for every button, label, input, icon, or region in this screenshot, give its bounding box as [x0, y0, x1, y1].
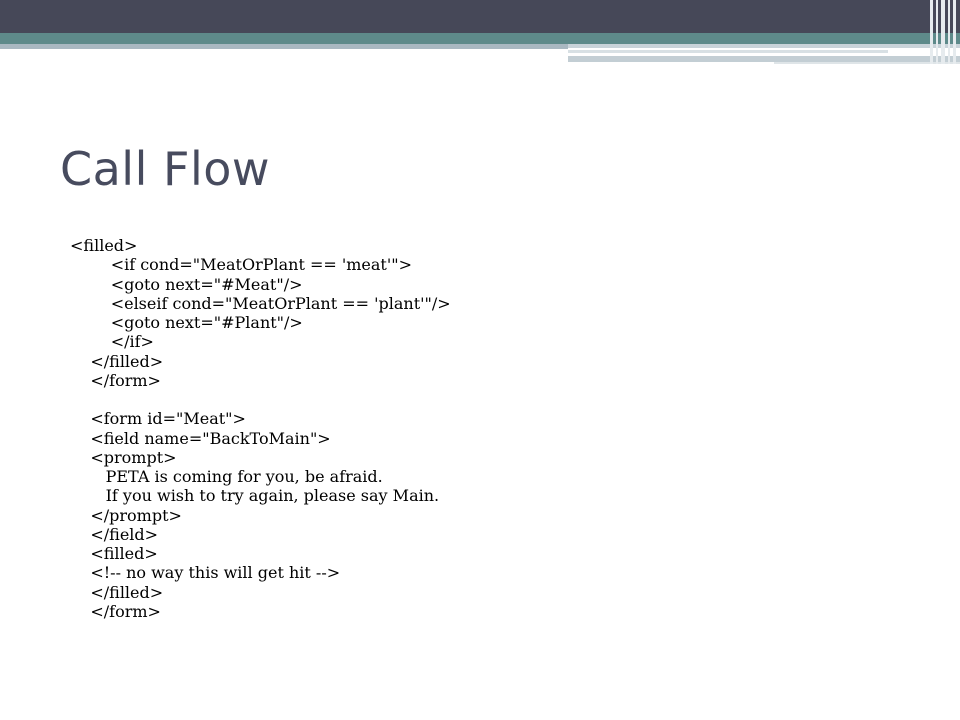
- code-line: <field name="BackToMain">: [70, 428, 331, 448]
- code-line: </filled>: [70, 351, 164, 371]
- code-line: <elseif cond="MeatOrPlant == 'plant'"/>: [70, 293, 451, 313]
- code-line: <if cond="MeatOrPlant == 'meat'">: [70, 255, 413, 275]
- header-accent-line: [774, 62, 960, 64]
- code-line: </form>: [70, 601, 161, 621]
- code-line: </field>: [70, 524, 159, 544]
- code-line: <goto next="#Plant"/>: [70, 313, 303, 332]
- code-line: <filled>: [70, 544, 158, 563]
- code-line: <!-- no way this will get hit -->: [70, 563, 341, 583]
- header-band-slate: [0, 44, 568, 49]
- code-line: </filled>: [70, 582, 164, 602]
- code-line: <form id="Meat">: [70, 409, 246, 429]
- code-line: If you wish to try again, please say Mai…: [70, 486, 440, 506]
- code-line: </form>: [70, 370, 161, 390]
- code-line: [70, 390, 930, 409]
- header-accent-line: [568, 56, 960, 62]
- code-line: <prompt>: [70, 447, 177, 467]
- code-line: PETA is coming for you, be afraid.: [70, 467, 383, 486]
- code-listing: <filled> <if cond="MeatOrPlant == 'meat'…: [70, 236, 930, 621]
- code-line: </if>: [70, 332, 154, 352]
- corner-stripes: [928, 0, 960, 64]
- code-line: <goto next="#Meat"/>: [70, 274, 303, 294]
- slide-title: Call Flow: [60, 142, 270, 196]
- header-band-dark: [0, 0, 960, 33]
- code-line: </prompt>: [70, 505, 182, 525]
- code-line: <filled>: [70, 236, 138, 255]
- header-band-slate-right: [568, 44, 960, 48]
- header-accent-line: [568, 50, 888, 53]
- header-band-teal: [0, 33, 960, 44]
